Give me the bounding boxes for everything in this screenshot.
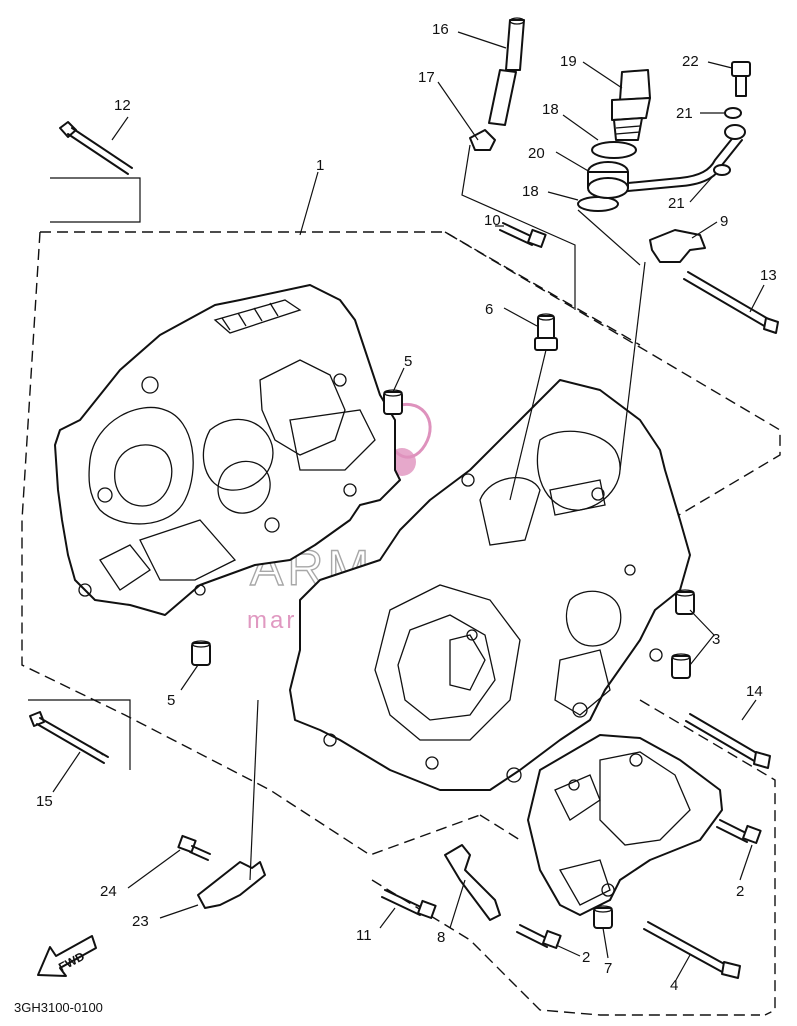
callout-4: 4 <box>670 977 678 994</box>
callout-5-lower: 5 <box>167 692 175 709</box>
callout-7: 7 <box>604 960 612 977</box>
callout-19: 19 <box>560 53 577 70</box>
small-parts <box>28 17 779 979</box>
bolt-13 <box>683 271 779 334</box>
dowel-3-upper <box>675 589 695 615</box>
union-20 <box>587 124 746 199</box>
callout-22: 22 <box>682 53 699 70</box>
clamp-17 <box>469 129 496 151</box>
callout-11: 11 <box>356 927 372 944</box>
callout-18-lower: 18 <box>522 183 539 200</box>
breather-19 <box>611 69 651 141</box>
bolt-11 <box>381 889 437 919</box>
dowel-3-lower <box>671 653 691 679</box>
crankcase-cover <box>527 734 723 916</box>
callout-3: 3 <box>712 631 720 648</box>
left-crankcase <box>54 284 401 616</box>
fitting-6 <box>534 313 558 351</box>
bolt-2-upper <box>716 819 762 844</box>
callout-15: 15 <box>36 793 53 810</box>
callout-18-upper: 18 <box>542 101 559 118</box>
bolt-24 <box>177 834 211 861</box>
bolt-22 <box>731 61 751 97</box>
bolt-12 <box>59 121 133 175</box>
callout-2-upper: 2 <box>736 883 744 900</box>
callout-6: 6 <box>485 301 493 318</box>
bolt-12-guide <box>50 177 141 223</box>
callout-21-lower: 21 <box>668 195 685 212</box>
callout-14: 14 <box>746 683 763 700</box>
callout-24: 24 <box>100 883 117 900</box>
callout-21-upper: 21 <box>676 105 693 122</box>
callout-labels: 1 2 2 3 4 5 5 6 7 8 9 10 11 12 13 14 15 … <box>36 21 777 994</box>
callout-17: 17 <box>418 69 435 86</box>
callout-13: 13 <box>760 267 777 284</box>
washer-18-upper <box>591 141 637 159</box>
washer-21-lower <box>713 164 731 176</box>
right-crankcase <box>289 379 691 791</box>
dowel-7 <box>593 905 613 929</box>
leader-lines <box>52 31 765 981</box>
callout-5-upper: 5 <box>404 353 412 370</box>
callout-20: 20 <box>528 145 545 162</box>
callout-10: 10 <box>484 212 501 229</box>
bracket-8 <box>444 844 501 921</box>
bolt-10 <box>499 222 547 248</box>
dowel-5-upper <box>383 389 403 415</box>
callout-16: 16 <box>432 21 449 38</box>
bracket-23 <box>197 861 266 909</box>
bolt-4 <box>643 921 741 979</box>
washer-21-upper <box>724 107 742 119</box>
bolt-15-guide <box>28 699 131 770</box>
dowel-5-lower <box>191 640 211 666</box>
part-code: 3GH3100-0100 <box>14 1000 103 1015</box>
callout-9: 9 <box>720 213 728 230</box>
bolt-14 <box>685 713 771 769</box>
callout-23: 23 <box>132 913 149 930</box>
callout-2-lower: 2 <box>582 949 590 966</box>
bolt-2-lower <box>516 924 562 949</box>
callout-1: 1 <box>316 157 324 174</box>
bracket-9 <box>649 229 706 263</box>
washer-18-lower <box>577 196 619 212</box>
callout-12: 12 <box>114 97 131 114</box>
hose-16 <box>488 17 525 126</box>
fwd-arrow-icon: FWD <box>37 935 97 977</box>
bolt-15 <box>29 711 109 764</box>
callout-8: 8 <box>437 929 445 946</box>
